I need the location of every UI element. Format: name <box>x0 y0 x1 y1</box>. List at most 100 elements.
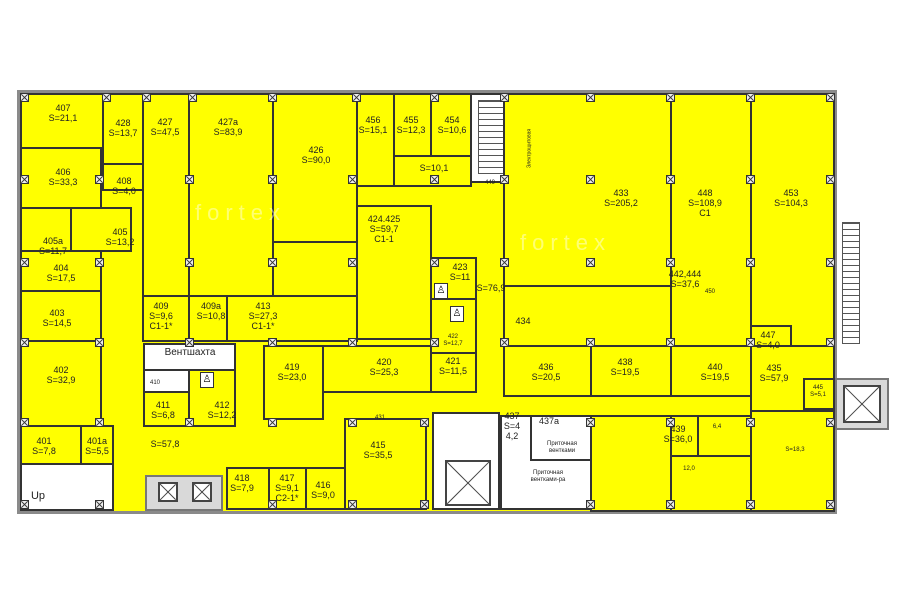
room-427a[interactable] <box>188 93 274 297</box>
room-402[interactable] <box>20 340 102 427</box>
room-id: 404 <box>53 263 69 273</box>
column-icon <box>586 500 595 509</box>
room-area: S=4 <box>503 421 521 431</box>
room-448[interactable] <box>670 93 752 347</box>
room-id: 442,444 <box>668 269 702 279</box>
room-id: 417 <box>279 473 295 483</box>
room-id: 449 <box>484 180 496 186</box>
room-area: S=20,5 <box>531 372 561 382</box>
column-icon <box>20 500 29 509</box>
column-icon <box>185 175 194 184</box>
room-18-3[interactable] <box>670 455 752 512</box>
room-area: S=108,9 <box>688 198 722 208</box>
room-id: 456 <box>365 115 381 125</box>
room-id: 431 <box>374 415 386 421</box>
room-area: S=18,3 <box>785 447 805 453</box>
column-icon <box>95 500 104 509</box>
exterior-stairs-icon <box>842 222 860 344</box>
room-id: 409 <box>153 301 169 311</box>
room-id: 434 <box>515 316 531 326</box>
room-419[interactable] <box>263 345 324 420</box>
vent-chamber-label: Приточная вентками <box>547 441 577 454</box>
room-404[interactable] <box>20 250 102 292</box>
room-id: 437 <box>504 411 520 421</box>
room-id: 401 <box>36 436 52 446</box>
room-id: 421 <box>445 356 461 366</box>
room-424-425[interactable] <box>356 205 432 340</box>
room-416[interactable] <box>305 467 346 510</box>
room-area: S=11,7 <box>38 246 68 256</box>
room-area: S=11,5 <box>438 366 468 376</box>
column-icon <box>188 93 197 102</box>
column-icon <box>142 93 151 102</box>
room-id: 408 <box>116 176 132 186</box>
room-442-444[interactable] <box>750 410 835 512</box>
room-453[interactable] <box>750 93 835 347</box>
column-icon <box>268 175 277 184</box>
column-icon <box>268 338 277 347</box>
room-401[interactable] <box>20 425 82 465</box>
room-426[interactable] <box>272 93 358 243</box>
vent-chamber-label: Приточная вентками-ра <box>530 470 566 483</box>
column-icon <box>746 338 755 347</box>
room-id: 419 <box>284 362 300 372</box>
column-icon <box>826 258 835 267</box>
room-12-0[interactable] <box>697 415 752 457</box>
room-area: S=35,5 <box>363 450 393 460</box>
room-413[interactable] <box>226 295 358 342</box>
column-icon <box>268 500 277 509</box>
room-415[interactable] <box>344 418 427 510</box>
room-438[interactable] <box>590 345 672 397</box>
room-label: 449 <box>485 180 495 187</box>
room-note: С1-1 <box>374 234 394 244</box>
room-label: 6,4 <box>713 424 721 431</box>
room-445[interactable] <box>803 378 835 410</box>
room-label: S=76,9 <box>477 283 506 293</box>
column-icon <box>826 93 835 102</box>
room-area: S=5,1 <box>810 392 826 398</box>
column-icon <box>420 500 429 509</box>
room-id: 436 <box>538 362 554 372</box>
column-icon <box>348 258 357 267</box>
room-id: 450 <box>704 289 716 295</box>
column-icon <box>95 338 104 347</box>
column-icon <box>746 500 755 509</box>
room-456[interactable] <box>356 93 395 187</box>
room-area: S=104,3 <box>774 198 808 208</box>
room-id: 453 <box>783 188 799 198</box>
room-label: 437а <box>539 416 559 426</box>
room-407[interactable] <box>20 93 104 149</box>
column-icon <box>586 93 595 102</box>
room-420[interactable] <box>322 345 432 393</box>
room-area: S=19,5 <box>700 372 730 382</box>
column-icon <box>500 175 509 184</box>
column-icon <box>826 418 835 427</box>
electrical-room-label: Электрощитовая <box>526 128 533 169</box>
room-area: S=25,3 <box>369 367 399 377</box>
room-id: 447 <box>760 330 776 340</box>
room-area: 12,0 <box>683 466 695 472</box>
room-id: 406 <box>55 167 71 177</box>
room-id: 427а <box>217 117 239 127</box>
room-area: S=7,9 <box>230 483 254 493</box>
room-note: 4,2 <box>505 431 519 441</box>
column-icon <box>268 258 277 267</box>
room-id: 418 <box>234 473 250 483</box>
room-area: S=57,9 <box>759 373 789 383</box>
room-405a[interactable] <box>20 207 72 252</box>
column-icon <box>666 418 675 427</box>
room-439[interactable] <box>590 415 672 512</box>
watermark: fortex <box>195 200 287 225</box>
